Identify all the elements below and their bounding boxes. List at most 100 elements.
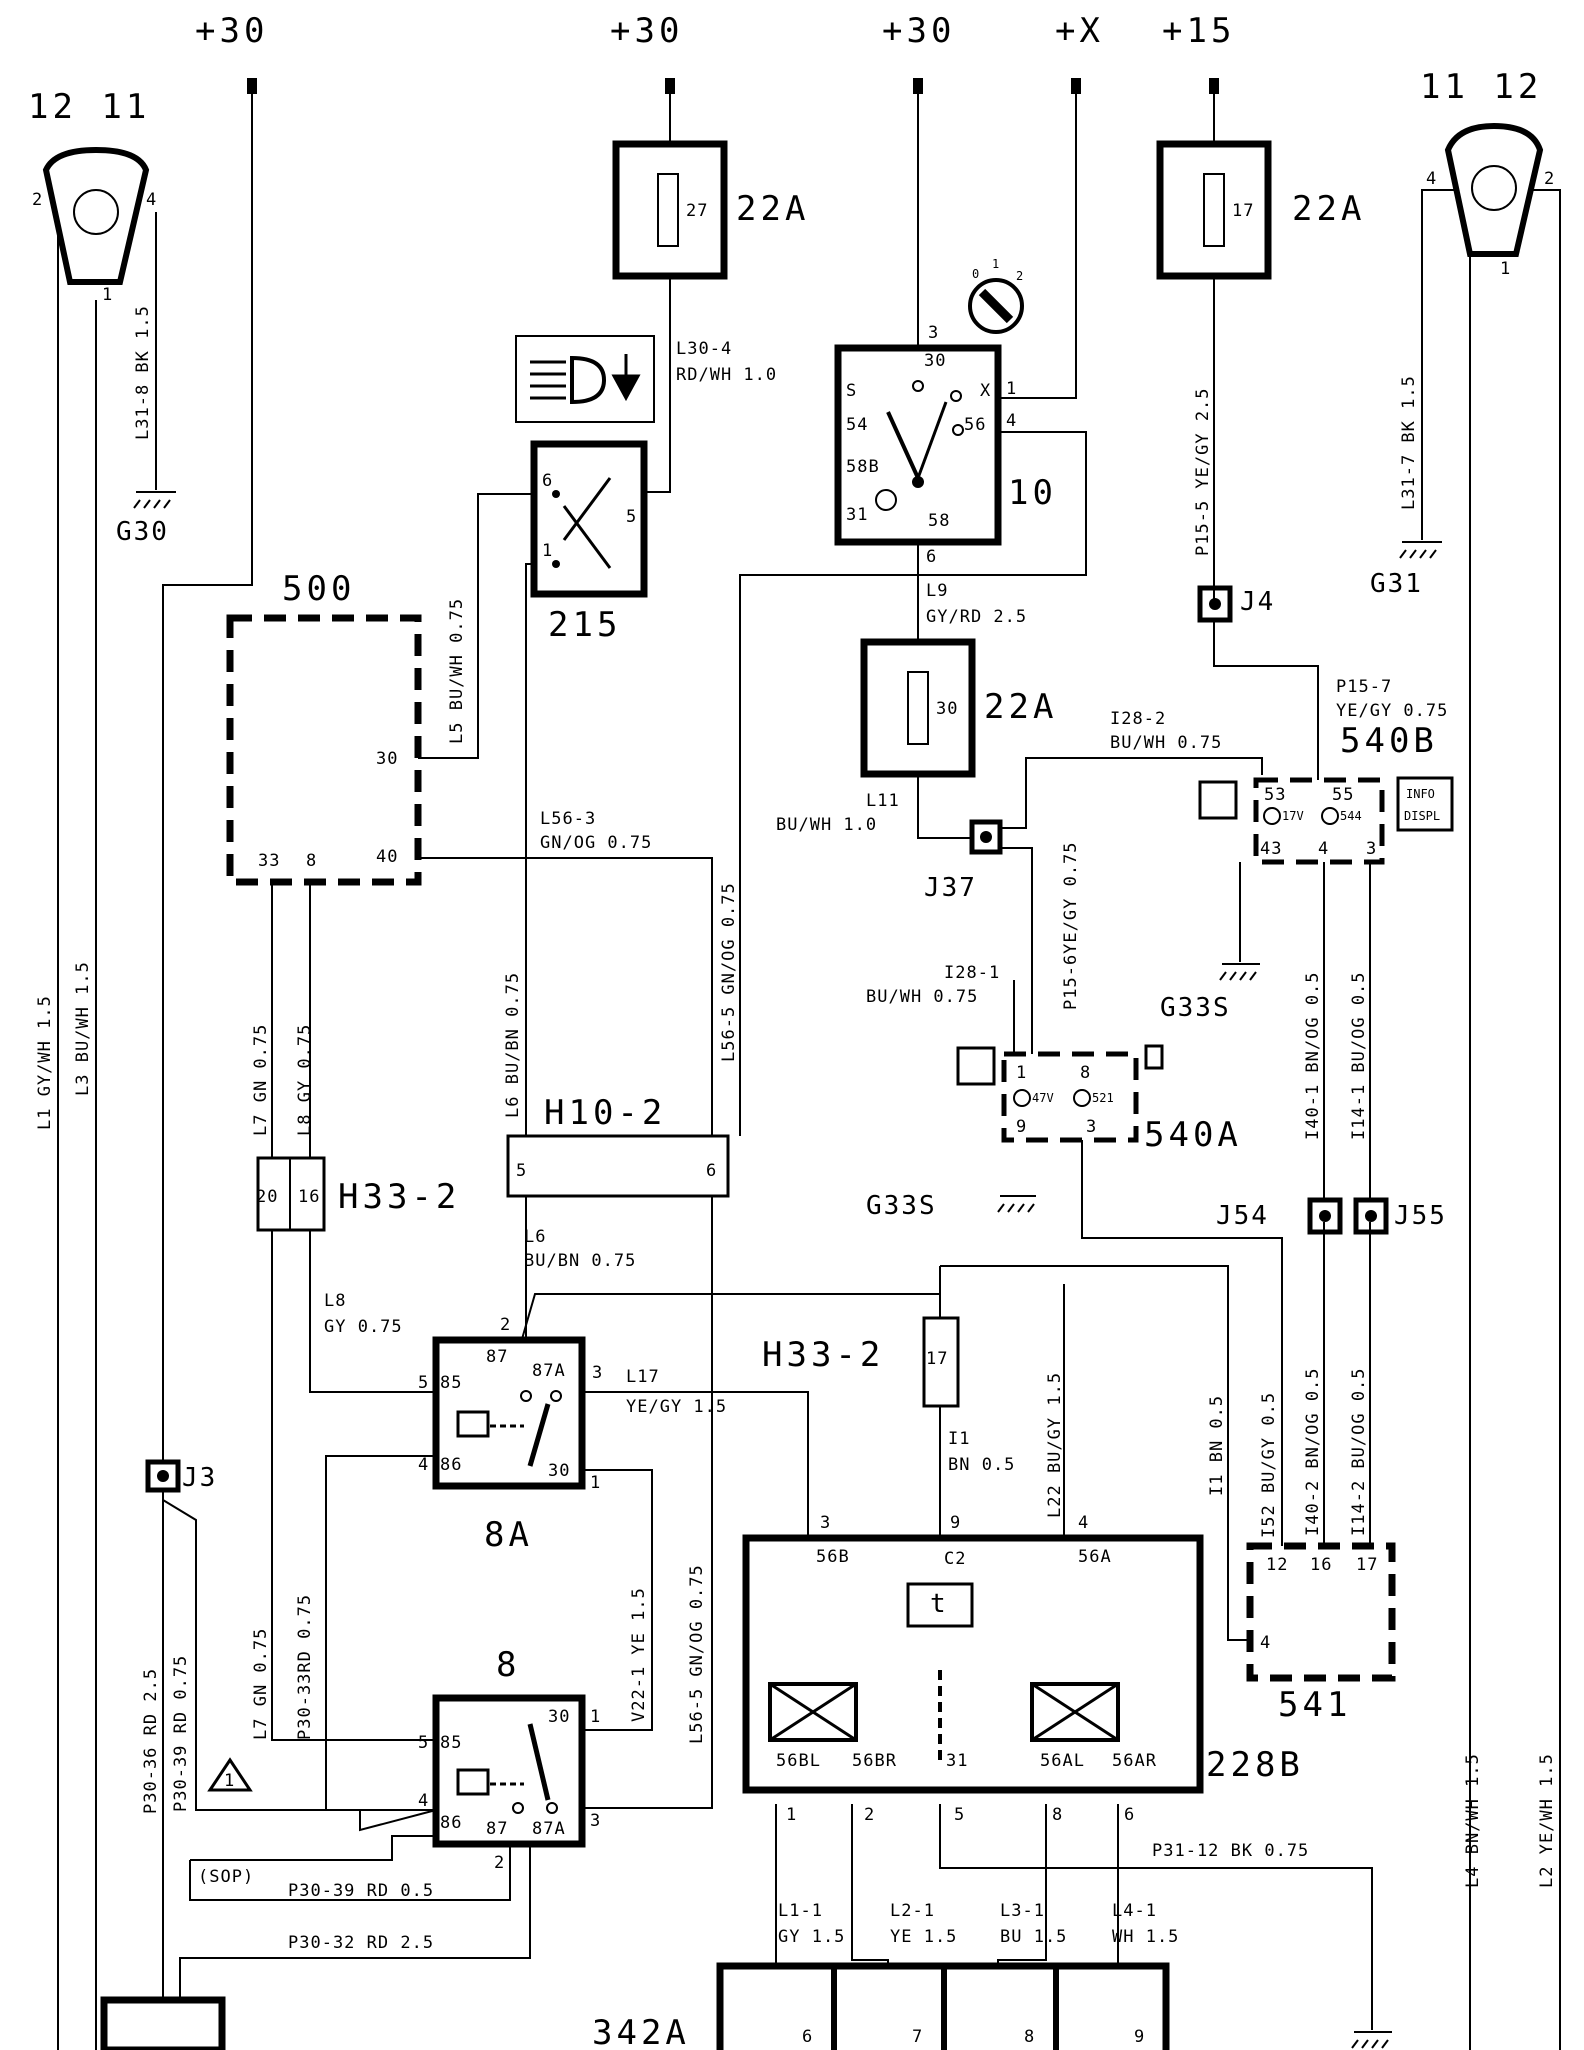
pin-label: 4 [1318, 839, 1329, 859]
terminal-marker [247, 78, 257, 94]
ground-label: G33S [866, 1191, 937, 1221]
fuse-27: 27 22A [612, 140, 805, 280]
wire-label: P31-12 BK 0.75 [1152, 1841, 1309, 1861]
ground-icon [133, 491, 176, 509]
pin-label: 56AR [1112, 1751, 1157, 1771]
switch-10: 0 1 2 3 30 S X 1 54 56 4 58B 31 58 6 10 [834, 257, 1053, 567]
indicator-lamp-icon [1263, 807, 1281, 825]
pin-label: 30 [376, 749, 398, 769]
supply-label-15: +15 [1162, 11, 1235, 51]
lamp-label: 544 [1340, 809, 1362, 823]
info-display-box [1396, 776, 1454, 832]
pin-label: 56AL [1040, 1751, 1085, 1771]
info-label: DISPL [1404, 809, 1440, 823]
pin-label: 4 [146, 190, 157, 210]
wire-label: L6 [524, 1227, 546, 1247]
terminal-marker [665, 78, 675, 94]
arrow-down-icon [611, 354, 641, 402]
unit-541: 12 16 17 4 541 [1246, 1542, 1396, 1725]
supply-label-2: +30 [610, 11, 683, 51]
relay-coil-right-icon [1030, 1682, 1120, 1742]
pin-label: 2 [500, 1315, 511, 1335]
pin-label: 2 [1544, 169, 1555, 189]
wire-label: L7 GN 0.75 [251, 1628, 271, 1740]
pin-label: 87A [532, 1819, 566, 1839]
lamp-pins-label: 12 11 [28, 87, 150, 127]
pin-label: 5 [516, 1161, 527, 1181]
lamp-housing [42, 146, 150, 285]
wire-label: WH 1.5 [1112, 1927, 1179, 1947]
headlamp-icon [570, 355, 607, 405]
ground-icon [1399, 541, 1442, 559]
pin-label: 6 [706, 1161, 717, 1181]
pin-label: 5 [418, 1733, 429, 1753]
pin-label: 56 [964, 415, 986, 435]
lamp-label: 47V [1032, 1091, 1054, 1105]
pin-label: 30 [924, 351, 946, 371]
fuse-30: 30 22A [860, 638, 1053, 778]
connector-h33-mid: 17 H33-2 [762, 1316, 960, 1408]
supply-rails: +30 +30 +30 +X +15 [195, 11, 1235, 94]
junction-label: J54 [1216, 1201, 1269, 1231]
wire-label: L3-1 [1000, 1901, 1045, 1921]
wire-label: BU/WH 1.0 [776, 815, 877, 835]
pin-label: 8 [306, 851, 317, 871]
wire-label: L3 BU/WH 1.5 [73, 961, 93, 1096]
pin-label: 56A [1078, 1547, 1112, 1567]
grounds: G33S G33S [866, 963, 1392, 2049]
wire-label: L56-3 [540, 809, 596, 829]
pin-label: 9 [950, 1513, 961, 1533]
pin-label: 5 [626, 507, 637, 527]
pin-label: 87 [486, 1819, 508, 1839]
wire-label: BU/WH 0.75 [1110, 733, 1222, 753]
terminal-marker [1209, 78, 1219, 94]
pin-label: 30 [548, 1461, 570, 1481]
wire-label: P15-7 [1336, 677, 1392, 697]
module-500: 500 30 40 33 8 [226, 569, 422, 886]
key-position: 2 [1016, 269, 1023, 283]
lamp-label: 521 [1092, 1091, 1114, 1105]
indicator-lamp-icon [1013, 1089, 1031, 1107]
sop-label: (SOP) [198, 1867, 254, 1887]
lamp-bulb-icon [1471, 165, 1517, 211]
relay-8: 8 30 1 5 85 4 86 87 87A 3 2 [418, 1645, 601, 1873]
junction-label: J55 [1394, 1201, 1447, 1231]
wire-label: P30-33RD 0.75 [295, 1594, 315, 1740]
pin-label: 6 [542, 471, 553, 491]
indicator-lamp-icon [1073, 1089, 1091, 1107]
pin-label: 17 [1356, 1555, 1378, 1575]
wire-label: L56-5 GN/OG 0.75 [719, 882, 739, 1062]
pin-label: 54 [846, 415, 868, 435]
connector-id: H33-2 [338, 1177, 460, 1217]
wire-label: V22-1 YE 1.5 [629, 1587, 649, 1722]
unit-228B: 3 9 4 56B C2 56A t 56BL 56BR 31 56AL 56A… [742, 1513, 1300, 1825]
connector-342A: 342A 6 7 8 9 [592, 1962, 1170, 2050]
pin-label: 3 [1366, 839, 1377, 859]
pin-label: 5 [418, 1373, 429, 1393]
wire-label: GY/RD 2.5 [926, 607, 1027, 627]
switch-215: 6 1 5 215 [515, 335, 655, 645]
wire-label: P15-6YE/GY 0.75 [1061, 841, 1081, 1010]
component-id: 540B [1340, 721, 1438, 761]
pin-label: 58B [846, 457, 880, 477]
fuse-icon [907, 671, 929, 745]
pin-label: 87A [532, 1361, 566, 1381]
component-id: 8 [496, 1645, 520, 1685]
pin-label: 43 [1260, 839, 1282, 859]
wire-label: L4-1 [1112, 1901, 1157, 1921]
pin-label: 3 [592, 1363, 603, 1383]
pin-label: 9 [1134, 2027, 1145, 2047]
wire-label: L2 YE/WH 1.5 [1537, 1753, 1557, 1888]
wire-label: L5 BU/WH 0.75 [447, 598, 467, 744]
sop-note: (SOP) 1 [198, 1757, 254, 1887]
fuse-icon [657, 173, 679, 247]
pin-label: 2 [864, 1805, 875, 1825]
pin-label: 30 [548, 1707, 570, 1727]
light-symbol-icon [956, 1046, 996, 1086]
pin-label: 1 [590, 1707, 601, 1727]
pin-label: 1 [1006, 379, 1017, 399]
timer-label: t [930, 1589, 948, 1619]
lamp-right: 11 12 4 2 1 L31-7 BK 1.5 G31 [1370, 67, 1555, 599]
junctions: J3 J4 J37 J54 J55 [145, 585, 1447, 1493]
wire-label: GY 1.5 [778, 1927, 845, 1947]
